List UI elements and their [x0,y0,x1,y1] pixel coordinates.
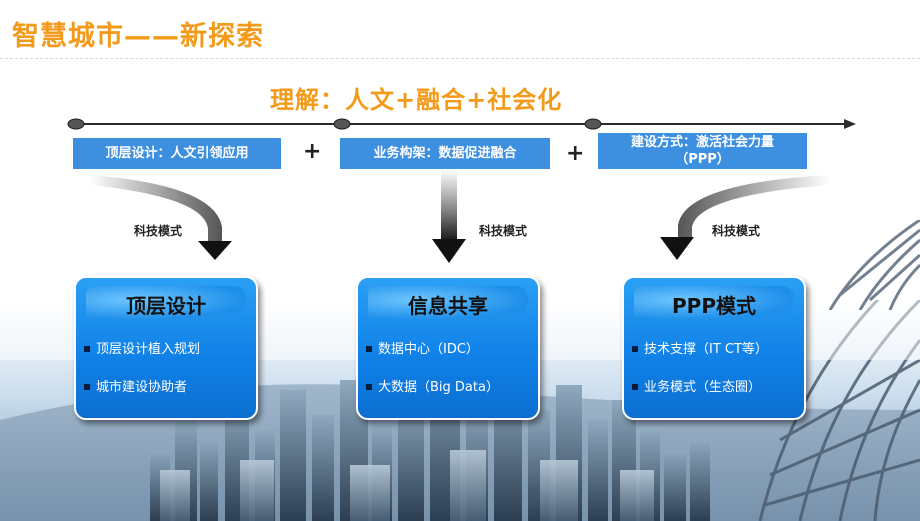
bullet-icon [632,383,638,390]
label-business-architecture: 业务构架：数据促进融合 [340,138,550,169]
card-header-highlight [368,286,528,320]
label-construction-method-line2: （PPP） [675,152,730,167]
flow-arrows [90,170,830,263]
card-item: 数据中心（IDC） [366,338,479,357]
subtitle: 理解：人文+融合+社会化 [270,86,563,114]
tech-mode-label-3: 科技模式 [712,224,761,238]
bullet-icon [632,345,638,352]
card-title: 顶层设计 [126,294,206,318]
plus-sign-1: + [303,139,322,164]
card-item-text: 大数据（Big Data） [378,380,499,395]
bullet-icon [366,345,372,352]
card-item: 业务模式（生态圈） [632,376,761,395]
card-item-text: 数据中心（IDC） [378,342,479,357]
card-title: 信息共享 [408,294,488,318]
plus-sign-2: + [566,141,585,166]
label-top-design-text: 顶层设计：人文引领应用 [105,146,249,161]
card-item: 顶层设计植入规划 [84,338,200,357]
bullet-icon [84,383,90,390]
bullet-icon [366,383,372,390]
label-top-design: 顶层设计：人文引领应用 [73,138,281,169]
card-top-design: 顶层设计 顶层设计植入规划 城市建设协助者 [74,276,258,420]
card-item-text: 城市建设协助者 [96,380,188,395]
label-construction-method-line1: 建设方式：激活社会力量 [630,135,774,150]
card-item: 技术支撑（IT CT等） [632,338,768,357]
page-title: 智慧城市——新探索 [12,21,264,52]
label-business-architecture-text: 业务构架：数据促进融合 [373,146,517,161]
tech-mode-label-2: 科技模式 [479,224,528,238]
card-item: 城市建设协助者 [84,376,187,395]
card-title: PPP模式 [672,294,756,318]
card-item-text: 业务模式（生态圈） [644,380,762,395]
card-header-highlight [634,286,794,320]
tech-mode-label-1: 科技模式 [134,224,183,238]
label-construction-method: 建设方式：激活社会力量 （PPP） [598,133,807,169]
card-ppp-mode: PPP模式 技术支撑（IT CT等） 业务模式（生态圈） [622,276,806,420]
card-item-text: 技术支撑（IT CT等） [644,342,768,357]
timeline-arrow [67,118,856,130]
title-divider [0,58,920,59]
card-item-text: 顶层设计植入规划 [96,342,201,357]
card-item: 大数据（Big Data） [366,376,499,395]
card-info-sharing: 信息共享 数据中心（IDC） 大数据（Big Data） [356,276,540,420]
bullet-icon [84,345,90,352]
card-header-highlight [86,286,246,320]
steel-structure-image [828,220,920,310]
